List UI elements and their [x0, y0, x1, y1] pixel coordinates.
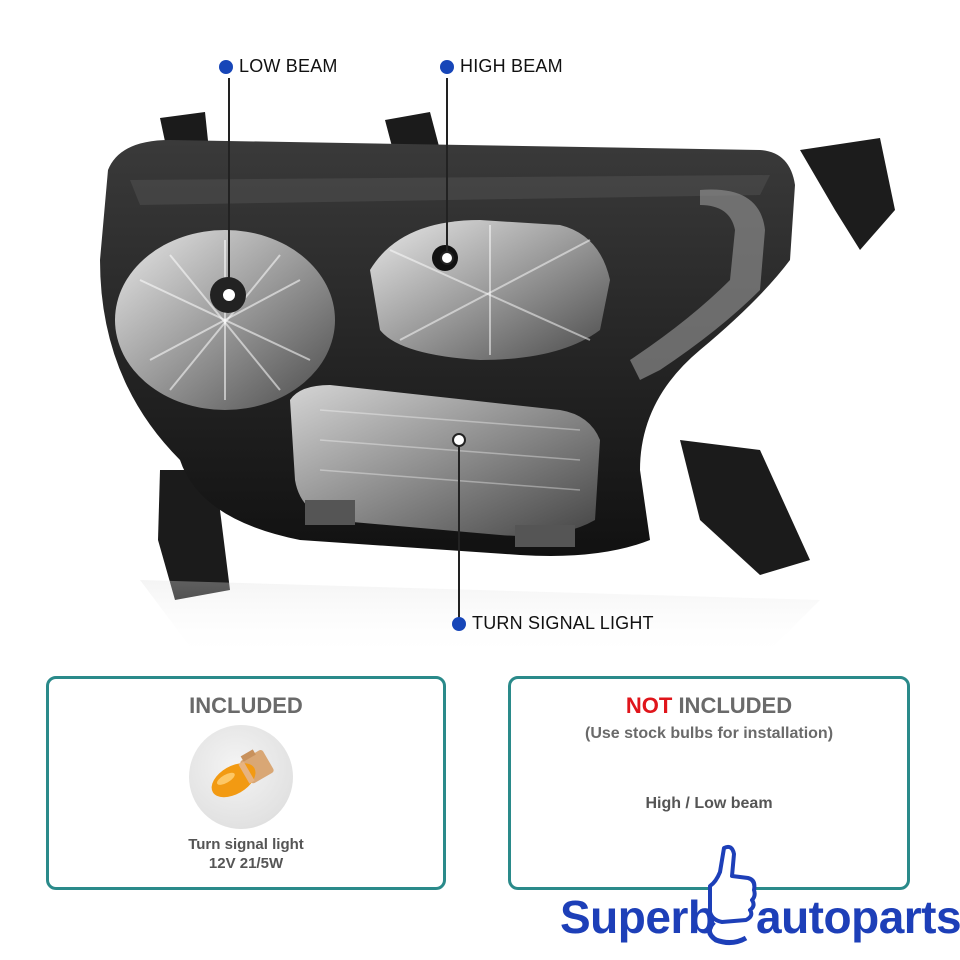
low-beam-callout: LOW BEAM	[219, 56, 338, 77]
reflection	[140, 580, 820, 660]
turn-signal-label: TURN SIGNAL LIGHT	[472, 613, 654, 633]
low-beam-label: LOW BEAM	[239, 56, 338, 76]
brand-word-right: autoparts	[756, 891, 960, 943]
thumbs-up-icon	[707, 844, 757, 946]
callout-dot-icon	[440, 59, 454, 74]
bulb-icon	[211, 749, 274, 798]
brand-logo: Superb autoparts	[560, 844, 960, 948]
high-beam-label: HIGH BEAM	[460, 56, 563, 76]
bulb-caption-line2: 12V 21/5W	[208, 855, 284, 872]
included-box: INCLUDED Turn signal light 12V 21/5W	[46, 676, 446, 890]
callout-dot-icon	[219, 59, 233, 74]
included-word: INCLUDED	[672, 693, 793, 718]
high-low-beam-text: High / Low beam	[645, 795, 773, 812]
brand-word-left: Superb	[560, 891, 716, 943]
bulb-caption: Turn signal light 12V 21/5W	[49, 835, 443, 873]
turn-signal-bulb-image	[189, 725, 293, 829]
headlight-image	[100, 78, 895, 660]
turn-signal-callout: TURN SIGNAL LIGHT	[452, 613, 654, 634]
included-title: INCLUDED	[189, 693, 303, 718]
bracket-right	[800, 138, 895, 250]
clip-left	[305, 500, 355, 525]
headlight-illustration	[100, 78, 895, 660]
not-included-title: NOT INCLUDED	[511, 693, 907, 719]
bracket-bottom-right	[680, 440, 810, 575]
bulb-caption-line1: Turn signal light	[188, 836, 304, 853]
high-beam-callout: HIGH BEAM	[440, 56, 563, 77]
drl-strip	[630, 189, 765, 380]
stock-bulbs-note: (Use stock bulbs for installation)	[584, 725, 834, 742]
not-word: NOT	[625, 693, 673, 718]
clip-right	[515, 525, 575, 547]
turn-signal-lens	[290, 385, 600, 536]
callout-dot-icon	[452, 616, 466, 631]
not-included-box: NOT INCLUDED (Use stock bulbs for instal…	[508, 676, 910, 890]
